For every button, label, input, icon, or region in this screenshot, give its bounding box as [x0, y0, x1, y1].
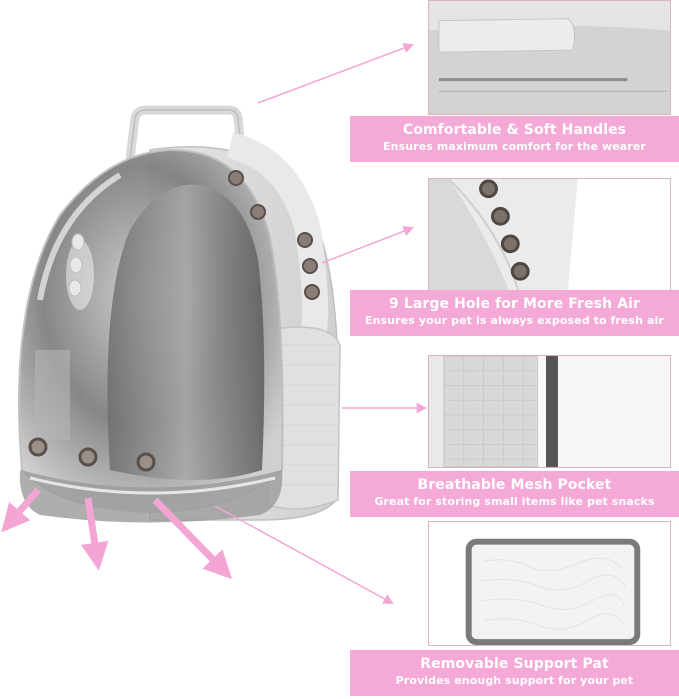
feature-subtitle: Ensures your pet is always exposed to fr…	[365, 314, 664, 327]
feature-title: Comfortable & Soft Handles	[402, 122, 627, 138]
feature-title: Removable Support Pat	[420, 656, 609, 672]
support-pad-image	[428, 521, 671, 646]
feature-title: Breathable Mesh Pocket	[417, 477, 612, 493]
feature-label-handles: Comfortable & Soft Handles Ensures maxim…	[350, 116, 679, 162]
feature-title: 9 Large Hole for More Fresh Air	[389, 296, 640, 312]
air-hole-detail-image	[428, 178, 671, 291]
feature-label-air-holes: 9 Large Hole for More Fresh Air Ensures …	[350, 290, 679, 336]
feature-subtitle: Ensures maximum comfort for the wearer	[383, 140, 646, 153]
feature-subtitle: Great for storing small items like pet s…	[374, 495, 655, 508]
backpack-image	[18, 105, 341, 523]
mesh-pocket-detail-image	[428, 355, 671, 468]
feature-subtitle: Provides enough support for your pet	[395, 674, 634, 687]
feature-label-support-pad: Removable Support Pat Provides enough su…	[350, 650, 679, 696]
feature-label-mesh-pocket: Breathable Mesh Pocket Great for storing…	[350, 471, 679, 517]
handle-detail-image	[428, 0, 671, 115]
